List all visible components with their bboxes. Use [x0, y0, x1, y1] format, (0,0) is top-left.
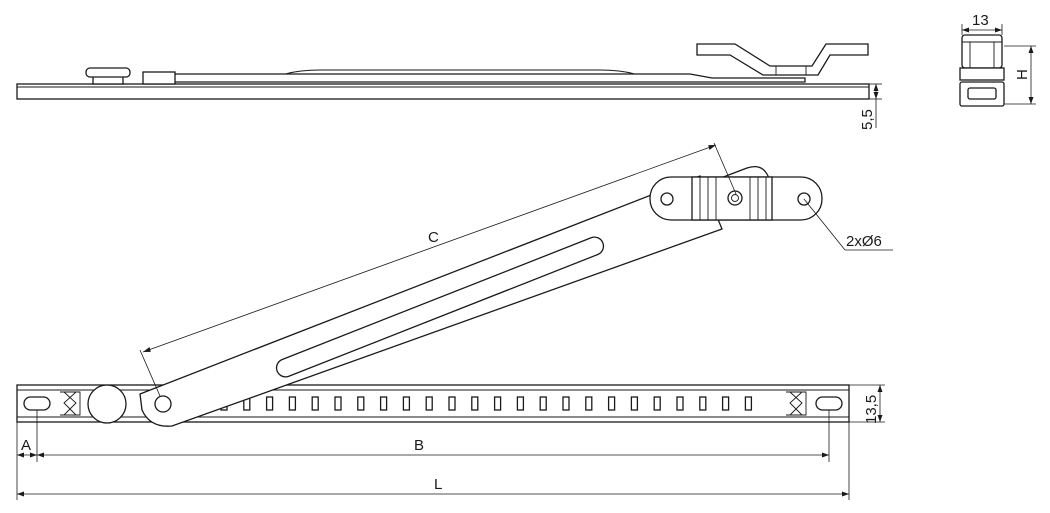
rail-tooth: [448, 396, 456, 411]
rail-tooth: [265, 396, 274, 411]
rail-tooth: [607, 396, 616, 411]
rail-slot-right: [815, 396, 843, 411]
rail-tooth: [630, 396, 639, 411]
rail-tooth: [744, 396, 753, 411]
dim-a-arrow-l: [17, 452, 24, 458]
dim-c-line: [142, 144, 717, 353]
rail-stop-right: [786, 391, 807, 416]
dim-a-label: A: [21, 437, 31, 454]
rail-teeth: [220, 396, 753, 411]
dim-l-arrow-r: [842, 491, 849, 497]
dim-width-arrow-r: [995, 27, 1002, 33]
dim-b-arrow-l: [37, 452, 44, 458]
side-slider-block: [142, 71, 176, 85]
rail-stop-left: [60, 391, 81, 416]
rail-tooth: [288, 396, 297, 411]
rail-tooth: [311, 396, 319, 411]
plan-view: 2xØ6 C 13,5 A B L: [16, 142, 893, 500]
side-arm-plate: [149, 73, 806, 83]
holes-leader: [803, 198, 846, 251]
dim-h-arrow-bot: [1028, 97, 1034, 104]
dim-c-arrow-l: [143, 347, 151, 352]
dim-rail-arrow-bot: [877, 415, 883, 422]
end-cap: [961, 34, 1003, 69]
rail-tooth: [585, 396, 593, 411]
side-base-bar: [16, 83, 870, 100]
dim-rail-label: 13,5: [863, 395, 880, 424]
rail-tooth: [676, 396, 684, 411]
bracket-pivot-inner: [731, 194, 739, 202]
dim-c-ext-l: [139, 349, 161, 397]
slider-knob: [87, 384, 127, 424]
rail-tooth: [425, 396, 433, 411]
dim-b-arrow-r: [822, 452, 829, 458]
rail-tooth: [334, 396, 342, 411]
rail-tooth: [539, 396, 547, 411]
dim-l-arrow-l: [17, 491, 24, 497]
dim-h-arrow-top: [1028, 46, 1034, 53]
upper-arm-slot: [275, 236, 605, 378]
rail-tooth: [402, 396, 411, 411]
bracket-pivot: [727, 190, 743, 206]
dim-c-label: C: [428, 229, 439, 246]
rail-tooth: [699, 396, 707, 411]
dim-l-label: L: [434, 476, 442, 493]
rail-tooth: [721, 396, 730, 411]
rail-tooth: [379, 396, 388, 411]
end-view: 13 H: [959, 12, 1036, 107]
dim-c-arrow-r: [708, 145, 716, 150]
rail-tooth: [357, 396, 365, 411]
dim-thickness-label: 5,5: [859, 109, 876, 130]
end-body: [959, 67, 1005, 81]
dim-c-ext-r: [713, 142, 737, 195]
arm-pivot-hole: [154, 395, 172, 413]
dim-h-label: H: [1014, 69, 1031, 80]
side-bracket: [696, 43, 869, 76]
rail-tooth: [562, 396, 570, 411]
bracket-hole-left: [660, 192, 674, 206]
dim-thickness-arrow: [873, 84, 879, 91]
holes-label: 2xØ6: [846, 233, 882, 250]
rail-tooth: [493, 396, 502, 411]
side-arm-ridge: [284, 69, 636, 75]
dim-width-arrow-l: [962, 27, 969, 33]
rail-tooth: [471, 396, 479, 411]
rail-tooth: [653, 396, 661, 411]
dim-a-arrow-r: [30, 452, 37, 458]
end-rail-slot: [967, 87, 997, 100]
dim-b-label: B: [414, 437, 424, 454]
dim-thickness-arrow-2: [873, 92, 879, 99]
dim-width-label: 13: [972, 12, 989, 29]
dim-rail-arrow-top: [877, 385, 883, 392]
rail-tooth: [516, 396, 525, 411]
rail-slot-left: [23, 396, 51, 411]
side-view: 5,5: [16, 43, 882, 130]
side-knob-top: [85, 67, 131, 78]
